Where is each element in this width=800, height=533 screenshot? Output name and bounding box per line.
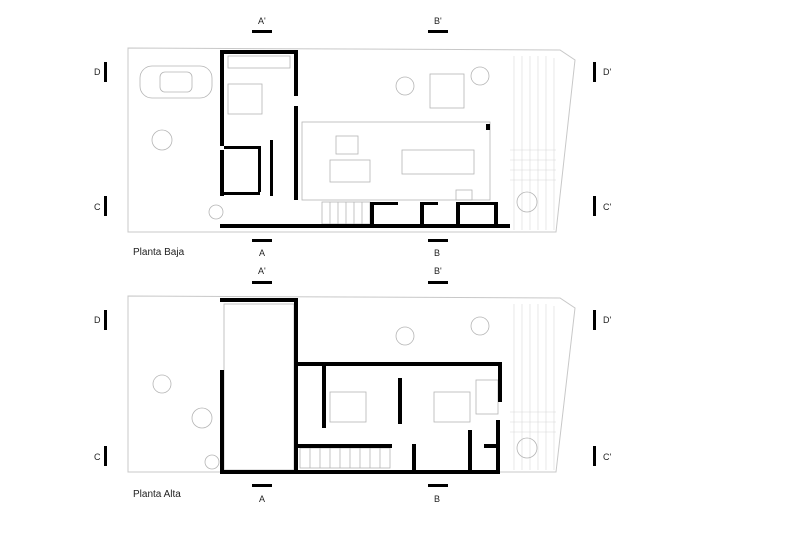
section-label-a-top: A' [258, 266, 266, 276]
plan-title-ground: Planta Baja [133, 247, 185, 258]
ground-floor-plan [127, 47, 576, 233]
dining-table-icon [429, 73, 465, 109]
section-label-b-bottom: B [434, 494, 440, 504]
tree-icon [208, 204, 224, 220]
terrace-hatch [510, 56, 556, 230]
section-label-c-left: C [94, 452, 101, 462]
site-outline [127, 47, 576, 233]
tree-icon [152, 374, 172, 394]
section-label-b-top: B' [434, 266, 442, 276]
bed-icon [433, 391, 471, 423]
car-icon [139, 65, 213, 99]
void-area-outline [223, 303, 295, 471]
upper-floor-plan [127, 295, 576, 474]
section-label-c-right: C' [603, 202, 611, 212]
tree-icon [151, 129, 173, 151]
stairs-icon [299, 447, 391, 469]
section-label-a-bottom: A [259, 248, 265, 258]
site-outline [127, 295, 576, 473]
tree-icon [470, 66, 490, 86]
living-room-outline [301, 121, 491, 201]
section-label-a-bottom: A [259, 494, 265, 504]
section-label-c-left: C [94, 202, 101, 212]
sofa-icon [335, 135, 359, 155]
section-label-b-top: B' [434, 16, 442, 26]
tree-icon [191, 407, 213, 429]
tree-icon [470, 316, 490, 336]
tree-icon [204, 454, 220, 470]
section-marks-ground: A' A B' B D D' C C' [94, 16, 611, 258]
tree-icon [516, 437, 538, 459]
section-label-d-right: D' [603, 315, 611, 325]
section-label-b-bottom: B [434, 248, 440, 258]
tree-icon [395, 76, 415, 96]
section-label-d-left: D [94, 315, 101, 325]
section-label-d-right: D' [603, 67, 611, 77]
tree-icon [516, 191, 538, 213]
section-label-a-top: A' [258, 16, 266, 26]
terrace-hatch [510, 304, 556, 470]
plan-title-upper: Planta Alta [133, 489, 181, 500]
section-label-d-left: D [94, 67, 101, 77]
section-marks-upper: A' A B' B D D' C C' [94, 266, 611, 504]
kitchen-island-icon [401, 149, 475, 175]
walls [220, 298, 502, 474]
stairs-icon [321, 201, 371, 225]
bathtub-icon [475, 379, 499, 415]
stove-icon [455, 189, 473, 201]
bed-icon [227, 83, 263, 115]
walls [220, 50, 510, 228]
section-label-c-right: C' [603, 452, 611, 462]
bed-icon [329, 391, 367, 423]
tree-icon [395, 326, 415, 346]
